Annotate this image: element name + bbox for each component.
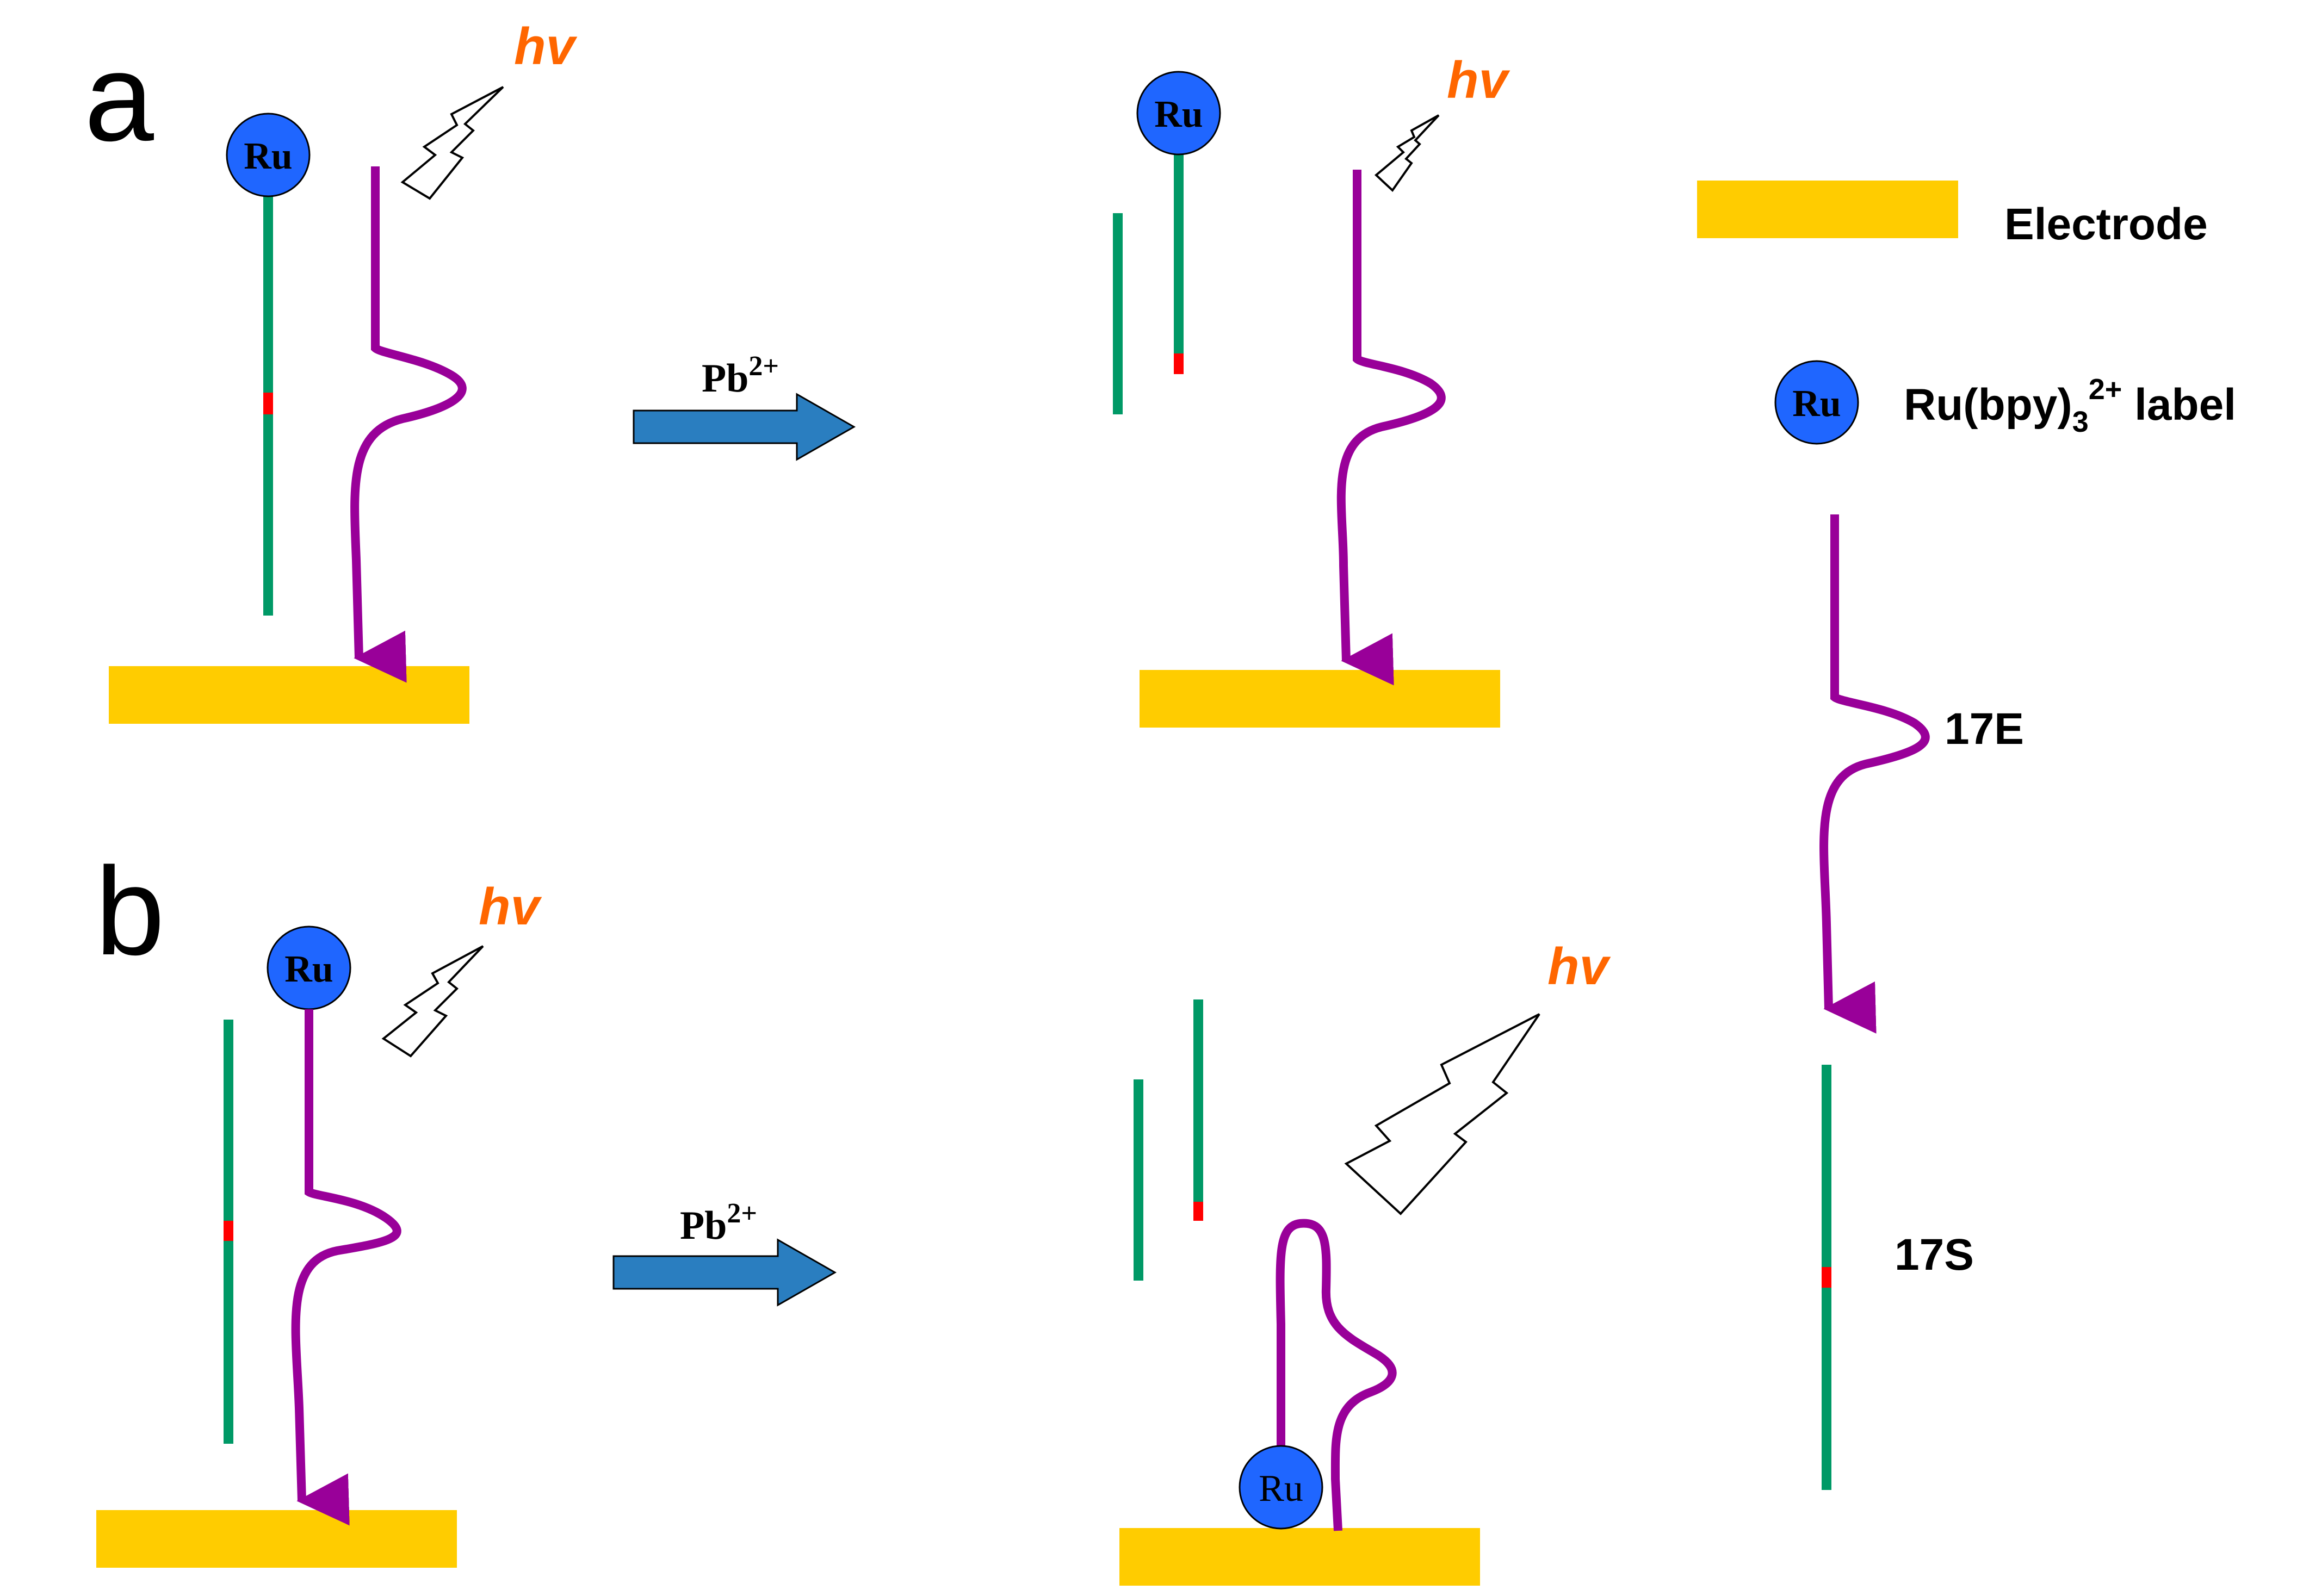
electrode-b-after (1119, 1528, 1480, 1586)
pb-label: Pb (680, 1203, 727, 1248)
electrode-b-before (96, 1510, 457, 1568)
legend-substrate-label: 17S (1895, 1230, 1974, 1280)
ru-label-b-before: Ru (267, 926, 351, 1010)
hv-label: hv (1547, 937, 1611, 996)
pb-label: Pb (702, 356, 748, 401)
ru-text: Ru (1154, 94, 1203, 135)
ru-label-a-after: Ru (1136, 71, 1221, 156)
reaction-arrow-a: Pb2+ (633, 351, 856, 461)
hv-label: hv (479, 878, 542, 936)
panel-a: a Ru hv Pb2+ (84, 17, 1510, 728)
ru-text: Ru (244, 135, 292, 177)
legend-ru-label: Ru(bpy)32+ label (1904, 373, 2236, 438)
reaction-arrow-b: Pb2+ (612, 1198, 837, 1307)
electrode-a-after (1140, 670, 1500, 728)
ru-label-b-after: Ru (1239, 1445, 1323, 1530)
lightning-icon-large (1344, 1013, 1540, 1215)
svg-text:Pb2+: Pb2+ (702, 351, 779, 401)
panel-label-a: a (84, 27, 154, 167)
electrode-a-before (109, 666, 469, 724)
legend-ru-suffix: label (2122, 380, 2236, 430)
pb-charge: 2+ (748, 351, 779, 382)
svg-text:Pb2+: Pb2+ (680, 1198, 757, 1248)
enzyme-strand-a-after (1336, 170, 1446, 686)
legend-ru-base: Ru(bpy) (1904, 380, 2072, 430)
pb-charge: 2+ (727, 1198, 757, 1229)
legend-ru-symbol: Ru (1774, 360, 1859, 445)
panel-b: b Ru hv Pb2+ Ru (95, 841, 1611, 1586)
legend-enzyme-strand (1819, 514, 1930, 1034)
enzyme-strand-a-before (350, 166, 467, 683)
hv-label: hv (514, 17, 578, 76)
ru-text: Ru (1792, 383, 1841, 425)
enzyme-strand-b-after (1276, 1219, 1397, 1531)
enzyme-strand-b-before (291, 1009, 401, 1526)
ru-label-a-before: Ru (226, 113, 311, 197)
lightning-icon (400, 86, 504, 200)
lightning-icon (381, 945, 484, 1058)
legend-ru-sub: 3 (2072, 406, 2089, 438)
hv-label: hv (1447, 51, 1510, 109)
legend-electrode-label: Electrode (2004, 200, 2208, 249)
panel-label-b: b (95, 841, 165, 981)
ru-text: Ru (1259, 1468, 1303, 1510)
legend-ru-sup: 2+ (2089, 373, 2122, 406)
lightning-icon-small (1374, 114, 1440, 192)
legend-enzyme-label: 17E (1945, 704, 2024, 754)
legend-electrode-swatch (1697, 181, 1958, 238)
legend: Electrode Ru Ru(bpy)32+ label 17E 17S (1697, 181, 2236, 1490)
ru-text: Ru (284, 948, 333, 990)
